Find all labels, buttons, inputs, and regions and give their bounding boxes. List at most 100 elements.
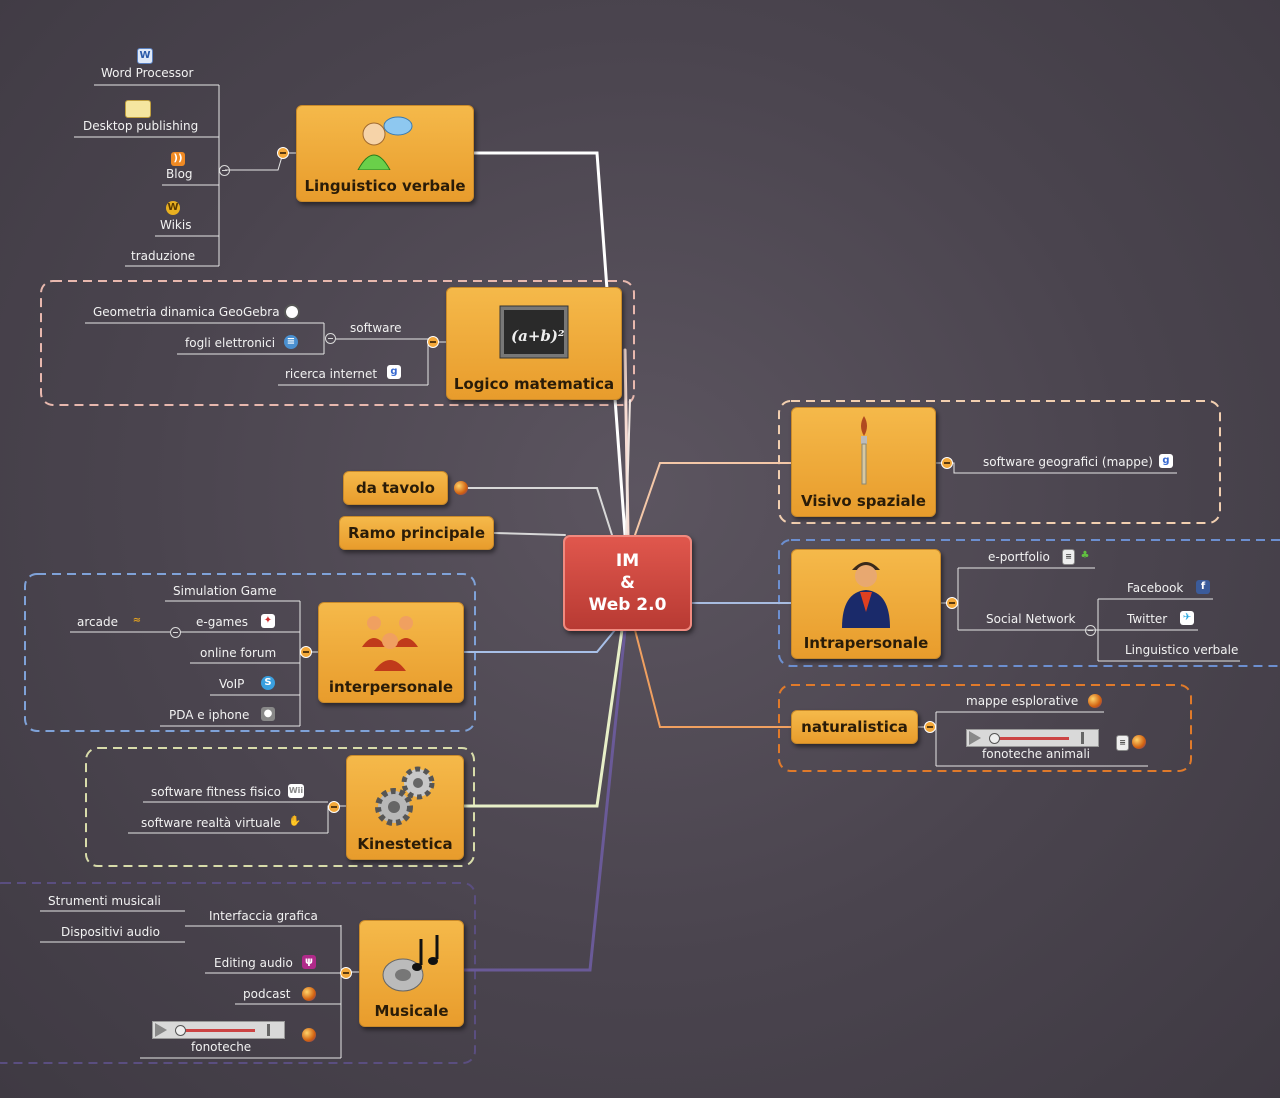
node-logico-matematica[interactable]: (a+b)² Logico matematica (446, 287, 622, 400)
leaf-wikis[interactable]: Wikis (160, 218, 192, 232)
node-label: naturalistica (801, 718, 908, 736)
leaf-ricerca-internet[interactable]: ricerca internet (285, 367, 378, 381)
collapse-toggle-musicale[interactable] (340, 967, 352, 979)
geogebra-icon (284, 304, 300, 320)
leaf-desktop-publishing[interactable]: Desktop publishing (83, 119, 199, 133)
node-musicale[interactable]: Musicale (359, 920, 464, 1027)
node-visivo-spaziale[interactable]: Visivo spaziale (791, 407, 936, 517)
collapse-toggle-interpersonale[interactable] (300, 646, 312, 658)
audio-player-animali[interactable] (966, 729, 1099, 747)
node-label: Visivo spaziale (801, 492, 926, 510)
central-node[interactable]: IM & Web 2.0 (563, 535, 692, 631)
games-icon: ✦ (261, 614, 275, 628)
collapse-toggle-intrapersonale[interactable] (946, 597, 958, 609)
leaf-twitter[interactable]: Twitter (1127, 612, 1168, 626)
node-label: Kinestetica (357, 835, 453, 853)
leaf-fogli-elettronici[interactable]: fogli elettronici (185, 336, 276, 350)
central-line-3: Web 2.0 (588, 595, 667, 615)
node-label: Linguistico verbale (304, 177, 466, 195)
leaf-voip[interactable]: VoIP (219, 677, 245, 691)
leaf-software[interactable]: software (350, 321, 402, 335)
audio-player[interactable] (152, 1021, 285, 1039)
leaf-software-realta-virtuale[interactable]: software realtà virtuale (141, 816, 281, 830)
leaf-strumenti-musicali[interactable]: Strumenti musicali (48, 894, 161, 908)
seek-handle[interactable] (989, 733, 1000, 744)
audio-editor-icon: ψ (302, 955, 316, 969)
group-of-people-icon (360, 603, 422, 678)
node-label: da tavolo (356, 479, 435, 497)
leaf-online-forum[interactable]: online forum (200, 646, 277, 660)
node-naturalistica[interactable]: naturalistica (791, 710, 918, 744)
boundary-kinestetica (85, 747, 475, 867)
play-icon[interactable] (155, 1023, 167, 1037)
collapse-toggle-naturalistica[interactable] (924, 721, 936, 733)
leaf-facebook[interactable]: Facebook (1127, 581, 1184, 595)
leaf-pda-iphone[interactable]: PDA e iphone (169, 708, 250, 722)
volume-icon[interactable] (1081, 732, 1094, 744)
plant-icon: ♣ (1080, 550, 1090, 561)
facebook-icon: f (1196, 580, 1210, 594)
node-intrapersonale[interactable]: Intrapersonale (791, 549, 941, 659)
central-line-2: & (620, 573, 635, 593)
leaf-traduzione[interactable]: traduzione (131, 249, 196, 263)
leaf-e-portfolio[interactable]: e-portfolio (988, 550, 1050, 564)
spreadsheet-icon: ≡ (284, 335, 298, 349)
volume-icon[interactable] (267, 1024, 280, 1036)
leaf-simulation-game[interactable]: Simulation Game (173, 584, 277, 598)
collapse-toggle-social-network[interactable] (1085, 625, 1096, 636)
gears-icon (372, 756, 438, 835)
leaf-e-games[interactable]: e-games (196, 615, 249, 629)
apple-icon: ● (261, 707, 275, 721)
leaf-social-network[interactable]: Social Network (986, 612, 1076, 626)
node-kinestetica[interactable]: Kinestetica (346, 755, 464, 860)
collapse-toggle-visivo[interactable] (941, 457, 953, 469)
leaf-dispositivi-audio[interactable]: Dispositivi audio (61, 925, 160, 939)
collapse-toggle-e-games[interactable] (170, 627, 181, 638)
leaf-interfaccia-grafica[interactable]: Interfaccia grafica (209, 909, 318, 923)
boundary-logico (40, 280, 635, 406)
firefox-icon (454, 481, 468, 495)
collapse-toggle-linguistico[interactable] (277, 147, 289, 159)
word-icon: W (137, 48, 153, 64)
collapse-toggle-linguistico-leaves[interactable] (219, 165, 230, 176)
central-line-1: IM (615, 551, 640, 571)
leaf-blog[interactable]: Blog (166, 167, 193, 181)
boundary-musicale (0, 882, 476, 1064)
firefox-icon (1088, 694, 1102, 708)
leaf-fonoteche-animali[interactable]: fonoteche animali (982, 747, 1091, 761)
play-icon[interactable] (969, 731, 981, 745)
node-label: interpersonale (328, 678, 454, 696)
collapse-toggle-logico[interactable] (427, 336, 439, 348)
blackboard-icon: (a+b)² (499, 288, 569, 375)
google-icon: g (387, 365, 401, 379)
document-icon: ≡ (1062, 549, 1075, 565)
leaf-linguistico-verbale-link[interactable]: Linguistico verbale (1125, 643, 1239, 657)
seek-handle[interactable] (175, 1025, 186, 1036)
leaf-fonoteche[interactable]: fonoteche (191, 1040, 252, 1054)
node-ramo-principale[interactable]: Ramo principale (339, 516, 494, 550)
google-maps-icon: g (1159, 454, 1173, 468)
node-interpersonale[interactable]: interpersonale (318, 602, 464, 703)
node-linguistico-verbale[interactable]: Linguistico verbale (296, 105, 474, 202)
wiki-icon: W (166, 201, 180, 215)
node-da-tavolo[interactable]: da tavolo (343, 471, 448, 505)
leaf-software-fitness[interactable]: software fitness fisico (151, 785, 282, 799)
node-label: Musicale (374, 1002, 449, 1020)
wii-icon: Wii (288, 784, 304, 798)
leaf-software-geografici[interactable]: software geografici (mappe) (983, 455, 1153, 469)
leaf-arcade[interactable]: arcade (77, 615, 118, 629)
leaf-word-processor[interactable]: Word Processor (101, 66, 194, 80)
twitter-icon: ✈ (1180, 611, 1194, 625)
document-icon: ≡ (1116, 735, 1129, 751)
leaf-editing-audio[interactable]: Editing audio (214, 956, 293, 970)
hand-icon: ✋ (288, 816, 302, 827)
firefox-icon (1132, 735, 1146, 749)
rss-icon: )) (171, 152, 185, 166)
leaf-geogebra[interactable]: Geometria dinamica GeoGebra (93, 305, 280, 319)
collapse-toggle-software[interactable] (325, 333, 336, 344)
leaf-podcast[interactable]: podcast (243, 987, 291, 1001)
progress-bar (995, 737, 1069, 740)
collapse-toggle-kinestetica[interactable] (328, 801, 340, 813)
leaf-mappe-esplorative[interactable]: mappe esplorative (966, 694, 1079, 708)
